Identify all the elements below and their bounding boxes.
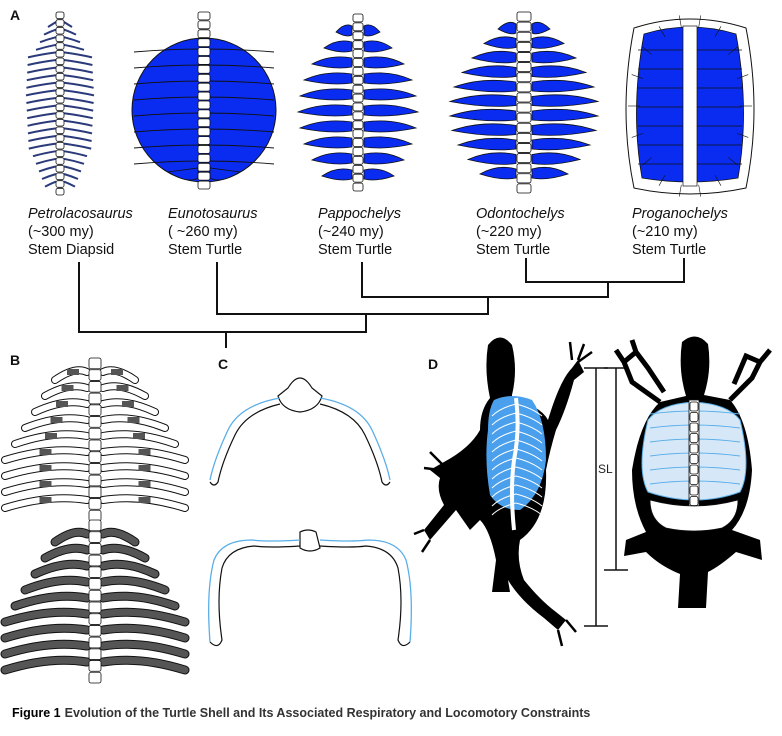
taxon-age: (~220 my)	[476, 224, 542, 240]
taxon-label-odontochelys: Odontochelys (~220 my) Stem Turtle	[476, 205, 565, 259]
taxon-age: (~210 my)	[632, 224, 698, 240]
lizard-silhouette	[413, 337, 593, 647]
taxon-age: (~240 my)	[318, 224, 384, 240]
eunotosaurus-skeleton	[131, 11, 277, 190]
figure-number: Figure 1	[12, 706, 61, 720]
taxon-group: Stem Turtle	[168, 242, 243, 258]
taxon-genus: Eunotosaurus	[168, 206, 258, 222]
taxon-genus: Proganochelys	[632, 206, 728, 222]
standard-length-label: SL	[598, 462, 613, 476]
proganochelys-shell	[625, 15, 755, 197]
scale-bar	[584, 367, 628, 627]
taxon-age: (~300 my)	[28, 224, 94, 240]
taxon-label-eunotosaurus: Eunotosaurus ( ~260 my) Stem Turtle	[168, 205, 257, 259]
figure-title: Evolution of the Turtle Shell and Its As…	[64, 706, 591, 720]
panel-label-b: B	[10, 352, 21, 368]
taxon-genus: Petrolacosaurus	[28, 206, 133, 222]
panel-label-d: D	[428, 356, 439, 372]
taxon-label-proganochelys: Proganochelys (~210 my) Stem Turtle	[632, 205, 728, 259]
rib-cross-sections	[208, 377, 412, 647]
odontochelys-skeleton	[448, 11, 600, 194]
taxon-label-pappochelys: Pappochelys (~240 my) Stem Turtle	[318, 205, 401, 259]
panel-label-c: C	[218, 356, 229, 372]
taxon-age: ( ~260 my)	[168, 224, 238, 240]
taxon-genus: Odontochelys	[476, 206, 565, 222]
taxon-genus: Pappochelys	[318, 206, 402, 222]
pappochelys-skeleton	[296, 13, 420, 192]
rib-cage-comparison	[0, 357, 190, 684]
taxon-group: Stem Turtle	[632, 242, 707, 258]
taxon-group: Stem Turtle	[476, 242, 551, 258]
rib-cross-section-lower	[208, 529, 412, 647]
rib-cross-section-upper	[209, 377, 391, 486]
taxon-label-petrolacosaurus: Petrolacosaurus (~300 my) Stem Diapsid	[28, 205, 133, 259]
panel-label-a: A	[10, 7, 21, 23]
cladogram	[78, 258, 685, 348]
turtle-silhouette	[613, 336, 772, 608]
petrolacosaurus-skeleton	[25, 11, 95, 196]
taxon-group: Stem Turtle	[318, 242, 393, 258]
taxon-group: Stem Diapsid	[28, 242, 115, 258]
